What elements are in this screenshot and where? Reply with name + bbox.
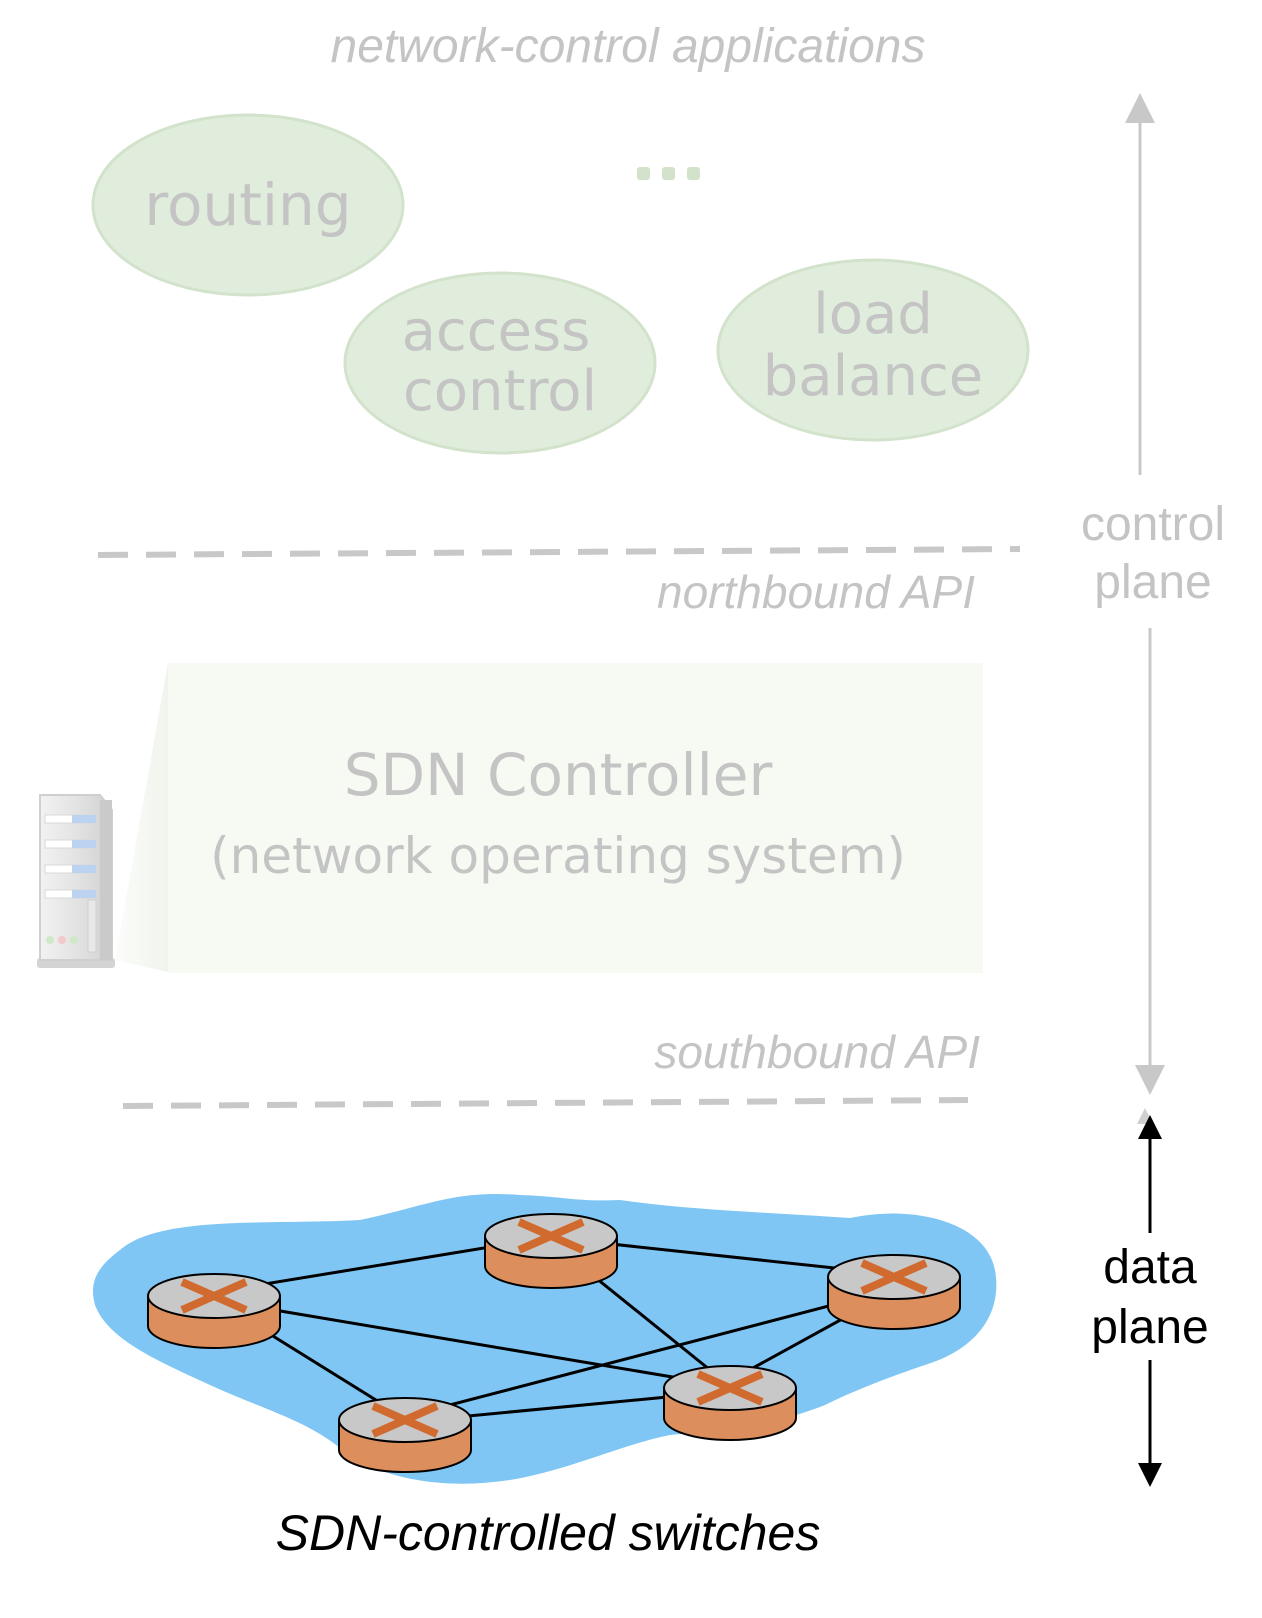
server-icon	[37, 794, 115, 968]
app-load-balance: load balance	[716, 258, 1030, 442]
data-plane-line2: plane	[1091, 1301, 1208, 1354]
app-load-line1: load	[813, 282, 933, 347]
southbound-divider	[122, 1097, 969, 1109]
network-caption: SDN-controlled switches	[276, 1505, 821, 1561]
switch-1	[147, 1273, 281, 1349]
data-plane-top-tip	[1137, 1108, 1153, 1124]
app-load-line2: balance	[763, 344, 983, 409]
control-plane-line1: control	[1081, 498, 1225, 551]
switch-3	[827, 1254, 961, 1330]
app-access-line2: control	[403, 359, 597, 424]
switch-4	[338, 1397, 472, 1473]
app-access-control: access control	[343, 271, 657, 455]
southbound-api-label: southbound API	[654, 1026, 980, 1078]
link-1-5	[214, 1298, 721, 1387]
app-access-line1: access	[402, 299, 591, 364]
controller-subtitle: (network operating system)	[210, 827, 906, 885]
switch-2	[484, 1213, 618, 1289]
northbound-divider	[97, 546, 1021, 558]
data-plane-line1: data	[1103, 1241, 1197, 1294]
link-3-4	[399, 1288, 891, 1420]
control-plane-line2: plane	[1094, 556, 1211, 609]
app-routing-label: routing	[144, 171, 351, 239]
app-routing: routing	[91, 113, 405, 297]
controller-title: SDN Controller	[344, 741, 773, 809]
sdn-controller: SDN Controller (network operating system…	[115, 663, 983, 973]
switch-5	[663, 1365, 797, 1441]
northbound-api-label: northbound API	[657, 566, 975, 618]
header-title: network-control applications	[331, 20, 926, 73]
ellipsis-dots	[637, 167, 700, 180]
